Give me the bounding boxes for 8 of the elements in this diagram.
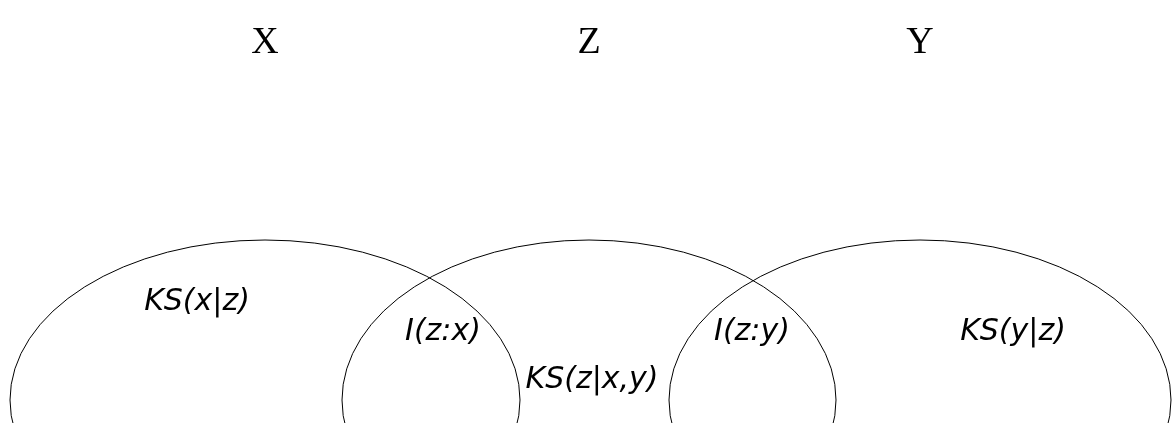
region-label: I(z:x)	[405, 312, 481, 348]
region-label: KS(z|x,y)	[525, 360, 659, 396]
set-label: X	[251, 18, 279, 62]
region-label: KS(y|z)	[960, 312, 1066, 348]
set-label: Y	[906, 18, 934, 62]
region-label: I(z:y)	[714, 312, 790, 348]
set-label: Z	[577, 18, 601, 62]
region-label: KS(x|z)	[144, 282, 250, 318]
